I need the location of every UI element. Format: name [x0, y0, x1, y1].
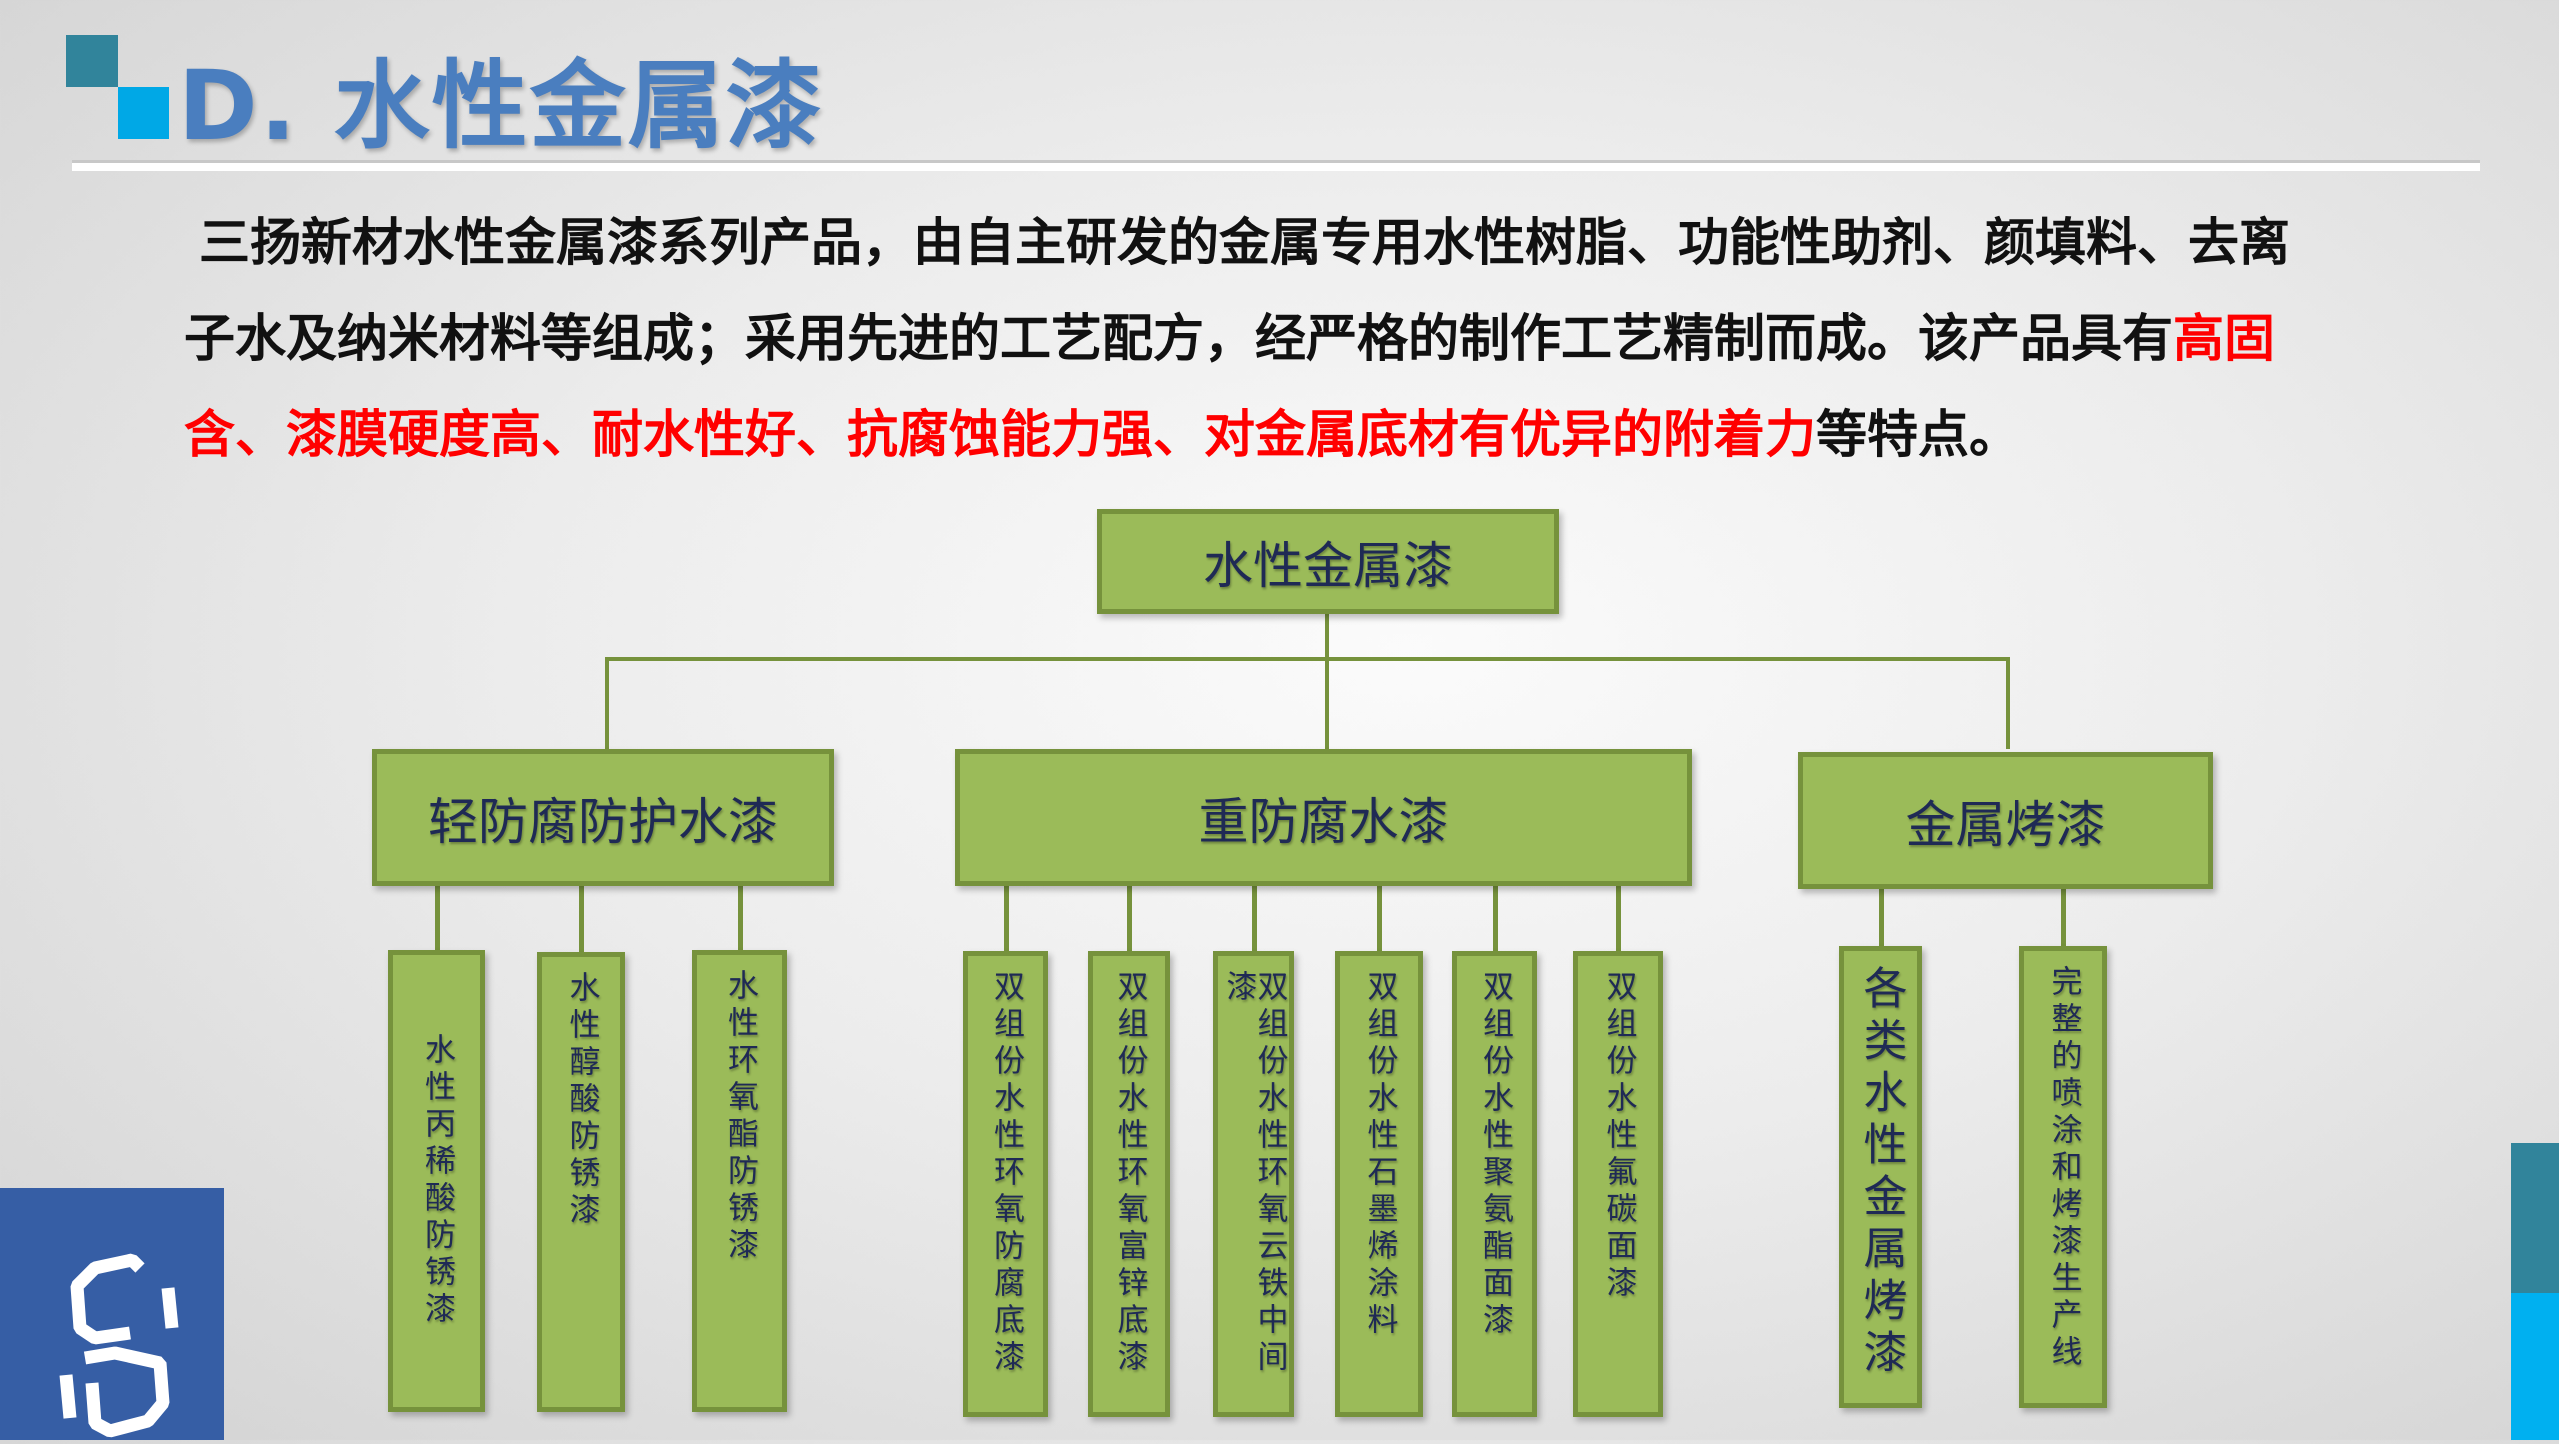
- connector-line: [1879, 889, 1884, 946]
- connector-line: [2061, 889, 2066, 946]
- product-node-label: 双组份水性环氧富锌底漆: [1111, 970, 1148, 1377]
- product-node: 水性环氧酯防锈漆: [692, 950, 787, 1412]
- product-node-label: 双组份水性环氧防腐底漆: [988, 970, 1024, 1377]
- connector-line: [1493, 886, 1498, 951]
- corner-accent-cyan: [2511, 1293, 2559, 1440]
- intro-line: 含、漆膜硬度高、耐水性好、抗腐蚀能力强、对金属底材有优异的附着力等特点。: [184, 388, 2414, 484]
- product-node-label: 水性醇酸防锈漆: [563, 971, 600, 1230]
- product-node: 双组份水性石墨烯涂料: [1335, 951, 1423, 1417]
- product-node: 双组份水性氟碳面漆: [1573, 951, 1663, 1417]
- product-node-label: 水性丙稀酸防锈漆: [419, 1033, 455, 1329]
- body-text: 等特点。: [1816, 406, 2021, 465]
- product-node: 双组份水性环氧富锌底漆: [1088, 951, 1170, 1417]
- intro-paragraph: 三扬新材水性金属漆系列产品，由自主研发的金属专用水性树脂、功能性助剂、颜填料、去…: [184, 196, 2414, 484]
- product-node: 双组份水性环氧防腐底漆: [963, 951, 1048, 1417]
- connector-line: [1004, 886, 1009, 951]
- connector-line: [1325, 614, 1329, 659]
- product-node-label: 双组份水性氟碳面漆: [1600, 970, 1637, 1303]
- product-node-label: 双组份水性石墨烯涂料: [1361, 970, 1398, 1340]
- category-node: 轻防腐防护水漆: [372, 749, 834, 886]
- product-node: 双组份水性聚氨酯面漆: [1452, 951, 1537, 1417]
- logo-s-icon: [59, 1253, 179, 1438]
- intro-line: 三扬新材水性金属漆系列产品，由自主研发的金属专用水性树脂、功能性助剂、颜填料、去…: [184, 196, 2414, 292]
- body-text: 三扬新材水性金属漆系列产品，由自主研发的金属专用水性树脂、功能性助剂、颜填料、去…: [199, 214, 2291, 273]
- category-node-label: 重防腐水漆: [1198, 792, 1449, 851]
- connector-line: [738, 886, 743, 950]
- category-node-label: 金属烤漆: [1905, 795, 2106, 854]
- category-node: 重防腐水漆: [955, 749, 1692, 886]
- product-node-label: 双组份水性环氧云铁中间漆: [1220, 970, 1288, 1377]
- root-node: 水性金属漆: [1097, 509, 1559, 614]
- highlight-text: 含、漆膜硬度高、耐水性好、抗腐蚀能力强、对金属底材有优异的附着力: [184, 406, 1817, 465]
- category-node: 金属烤漆: [1798, 752, 2213, 889]
- connector-line: [1377, 886, 1382, 951]
- product-node: 双组份水性环氧云铁中间漆: [1213, 951, 1294, 1417]
- product-node-label: 水性环氧酯防锈漆: [722, 969, 758, 1265]
- product-node-label: 完整的喷涂和烤漆生产线: [2045, 965, 2082, 1372]
- connector-line: [1127, 886, 1132, 951]
- product-node-label: 双组份水性聚氨酯面漆: [1477, 970, 1513, 1340]
- product-node: 完整的喷涂和烤漆生产线: [2019, 946, 2107, 1408]
- page-title: D. 水性金属漆: [178, 50, 824, 162]
- connector-line: [1325, 657, 1329, 749]
- connector-line: [579, 886, 584, 952]
- connector-line: [1252, 886, 1257, 951]
- title-divider: [72, 160, 2480, 171]
- connector-line: [605, 657, 609, 749]
- category-node-label: 轻防腐防护水漆: [428, 792, 778, 851]
- company-logo: [0, 1188, 224, 1440]
- title-accent-square: [118, 87, 169, 139]
- body-text: 子水及纳米材料等组成；采用先进的工艺配方，经严格的制作工艺精制而成。该产品具有: [184, 310, 2174, 369]
- product-node: 水性醇酸防锈漆: [537, 952, 625, 1412]
- connector-line: [1616, 886, 1621, 951]
- intro-line: 子水及纳米材料等组成；采用先进的工艺配方，经严格的制作工艺精制而成。该产品具有高…: [184, 292, 2414, 388]
- product-node: 水性丙稀酸防锈漆: [388, 950, 485, 1412]
- product-node: 各类水性金属烤漆: [1839, 946, 1922, 1408]
- root-node-label: 水性金属漆: [1203, 536, 1453, 595]
- title-accent-square: [66, 35, 118, 87]
- connector-line: [605, 657, 2009, 661]
- connector-line: [435, 886, 440, 950]
- corner-accent-teal: [2511, 1143, 2559, 1293]
- connector-line: [2006, 657, 2010, 749]
- highlight-text: 高固: [2173, 310, 2276, 369]
- product-node-label: 各类水性金属烤漆: [1855, 965, 1907, 1381]
